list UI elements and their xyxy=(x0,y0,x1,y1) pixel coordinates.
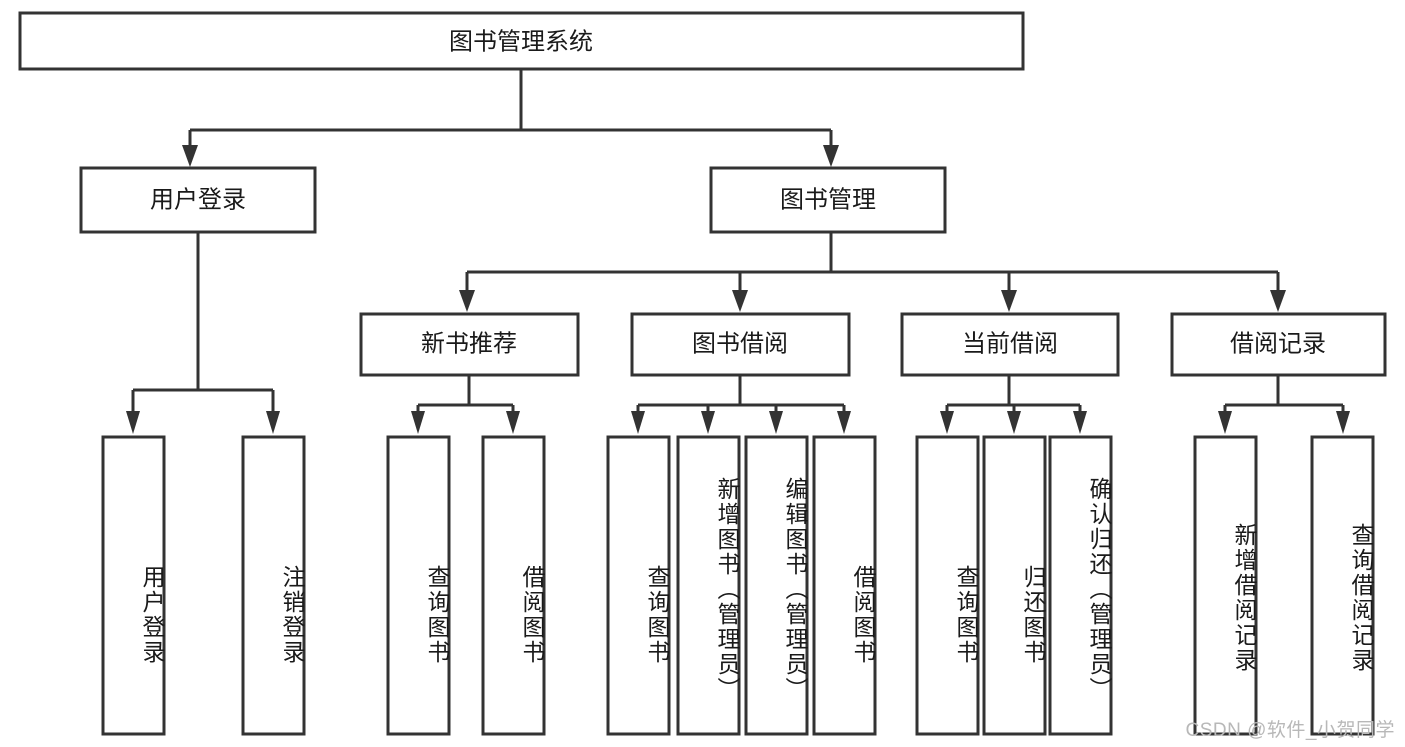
connector-group-book-management xyxy=(459,232,1286,312)
arrowhead-book-management xyxy=(823,145,839,167)
node-root[interactable]: 图书管理系统 xyxy=(18,11,1025,71)
arrowhead-leaf-query-book-3 xyxy=(940,411,954,434)
node-new-book-recommend-label: 新书推荐 xyxy=(421,330,517,357)
csdn-watermark: CSDN @软件_小贺同学 xyxy=(1185,720,1395,741)
arrowhead-leaf-return-book xyxy=(1007,411,1021,434)
node-root-label: 图书管理系统 xyxy=(449,28,593,55)
node-new-book-recommend-box[interactable] xyxy=(359,312,580,377)
arrowhead-leaf-borrow-book-2 xyxy=(837,411,851,434)
node-borrow-record[interactable]: 借阅记录 xyxy=(1170,312,1387,377)
leaf-borrow-book-1-box[interactable] xyxy=(481,435,546,736)
node-book-borrow-box[interactable] xyxy=(630,312,851,377)
node-book-borrow[interactable]: 图书借阅 xyxy=(630,312,851,377)
leaf-query-record-box[interactable] xyxy=(1310,435,1375,736)
connector-group-user-login xyxy=(126,232,280,434)
arrowhead-leaf-confirm-return xyxy=(1073,411,1087,434)
leaf-borrow-book-2-box[interactable] xyxy=(812,435,877,736)
node-book-management-box[interactable] xyxy=(709,166,947,234)
node-book-management-label: 图书管理 xyxy=(780,186,876,213)
connector-group-borrow-record xyxy=(1218,375,1350,434)
arrowhead-leaf-add-record xyxy=(1218,411,1232,434)
leaf-query-book-3-box[interactable] xyxy=(915,435,980,736)
leaf-return-book-box[interactable] xyxy=(982,435,1047,736)
arrowhead-leaf-borrow-book-1 xyxy=(506,411,520,434)
leaf-user-login-box[interactable] xyxy=(101,435,166,736)
node-user-login-box[interactable] xyxy=(79,166,317,234)
arrowhead-current-borrow xyxy=(1001,290,1017,312)
leaf-confirm-return-box[interactable] xyxy=(1048,435,1113,736)
leaf-boxes xyxy=(101,435,1375,736)
arrowhead-leaf-add-book xyxy=(701,411,715,434)
leaf-logout-login-box[interactable] xyxy=(241,435,306,736)
leaf-add-book-box[interactable] xyxy=(676,435,741,736)
node-book-borrow-label: 图书借阅 xyxy=(692,330,788,357)
node-borrow-record-box[interactable] xyxy=(1170,312,1387,377)
arrowhead-book-borrow xyxy=(732,290,748,312)
node-current-borrow-box[interactable] xyxy=(900,312,1120,377)
arrowhead-leaf-user-login xyxy=(126,411,140,434)
arrowhead-leaf-query-book-2 xyxy=(631,411,645,434)
leaf-query-book-1-box[interactable] xyxy=(386,435,451,736)
connector-group-book-borrow xyxy=(631,375,851,434)
arrowhead-leaf-edit-book xyxy=(769,411,783,434)
connector-group-current-borrow xyxy=(940,375,1087,434)
node-book-management[interactable]: 图书管理 xyxy=(709,166,947,234)
leaf-query-book-2-box[interactable] xyxy=(606,435,671,736)
node-current-borrow[interactable]: 当前借阅 xyxy=(900,312,1120,377)
node-root-box[interactable] xyxy=(18,11,1025,71)
node-current-borrow-label: 当前借阅 xyxy=(962,330,1058,357)
arrowhead-leaf-query-record xyxy=(1336,411,1350,434)
node-user-login-label: 用户登录 xyxy=(150,186,246,213)
node-borrow-record-label: 借阅记录 xyxy=(1230,330,1326,357)
arrowhead-leaf-query-book-1 xyxy=(411,411,425,434)
connector-group-root xyxy=(182,70,839,167)
arrowhead-borrow-record xyxy=(1270,290,1286,312)
arrowhead-new-book-recommend xyxy=(459,290,475,312)
node-new-book-recommend[interactable]: 新书推荐 xyxy=(359,312,580,377)
leaf-edit-book-box[interactable] xyxy=(744,435,809,736)
connector-group-new-book-recommend xyxy=(411,375,520,434)
arrowhead-leaf-logout-login xyxy=(266,411,280,434)
leaf-add-record-box[interactable] xyxy=(1193,435,1258,736)
node-user-login[interactable]: 用户登录 xyxy=(79,166,317,234)
arrowhead-user-login xyxy=(182,145,198,167)
